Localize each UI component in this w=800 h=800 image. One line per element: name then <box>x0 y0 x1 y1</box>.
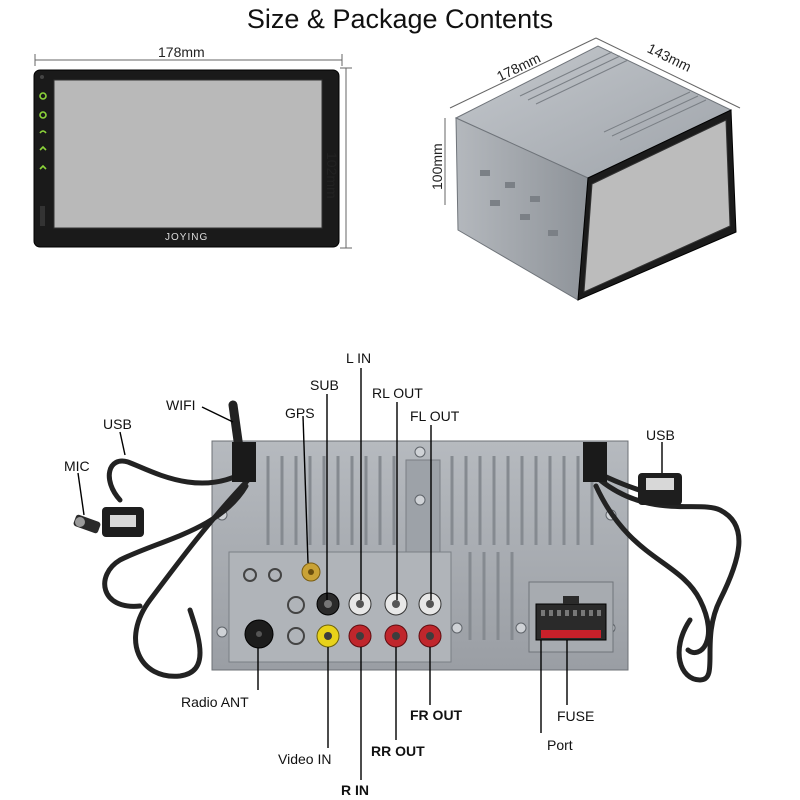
label-rr-out: RR OUT <box>371 743 425 759</box>
label-wifi: WIFI <box>166 397 196 413</box>
label-sub: SUB <box>310 377 339 393</box>
brand-logo: JOYING <box>165 232 209 243</box>
heatsink-fins <box>266 456 594 640</box>
cables <box>102 400 742 683</box>
label-r-in: R IN <box>341 782 369 798</box>
fuse <box>541 630 601 638</box>
label-radio-ant: Radio ANT <box>181 694 249 710</box>
label-fuse: FUSE <box>557 708 595 724</box>
chassis-front-screen <box>583 119 731 293</box>
front-width-label: 178mm <box>158 44 205 60</box>
page-title: Size & Package Contents <box>246 4 554 34</box>
radio-antenna-jack <box>244 619 274 649</box>
front-height-label: 102mm <box>324 152 340 199</box>
chassis-vents <box>519 51 707 141</box>
right-cable-clamp <box>583 442 607 482</box>
label-l-in: L IN <box>346 350 372 366</box>
chassis-side-holes <box>480 170 558 236</box>
label-fl-out: FL OUT <box>410 408 460 424</box>
usb-plug-right <box>638 473 682 505</box>
label-video-in: Video IN <box>278 751 332 767</box>
gps-connector <box>301 562 321 582</box>
side-buttons <box>39 92 47 170</box>
box-view <box>444 37 741 301</box>
label-gps: GPS <box>285 405 315 421</box>
head-unit-screen <box>53 79 323 229</box>
label-rl-out: RL OUT <box>372 385 423 401</box>
callout-lines <box>77 368 663 780</box>
box-height-label: 100mm <box>429 143 445 190</box>
label-port: Port <box>547 737 573 753</box>
mic-hole <box>40 75 44 79</box>
sd-slot <box>40 206 45 226</box>
usb-plug-left <box>102 507 144 537</box>
blank-jacks <box>243 568 305 645</box>
main-port-connector <box>528 581 614 653</box>
rca-top-row <box>316 592 442 616</box>
label-usb-right: USB <box>646 427 675 443</box>
label-usb-left: USB <box>103 416 132 432</box>
rear-panel <box>211 440 629 671</box>
label-fr-out: FR OUT <box>410 707 463 723</box>
label-mic: MIC <box>64 458 90 474</box>
front-view <box>33 54 352 249</box>
left-cable-clamp <box>232 442 256 482</box>
mic-plug <box>73 514 101 534</box>
